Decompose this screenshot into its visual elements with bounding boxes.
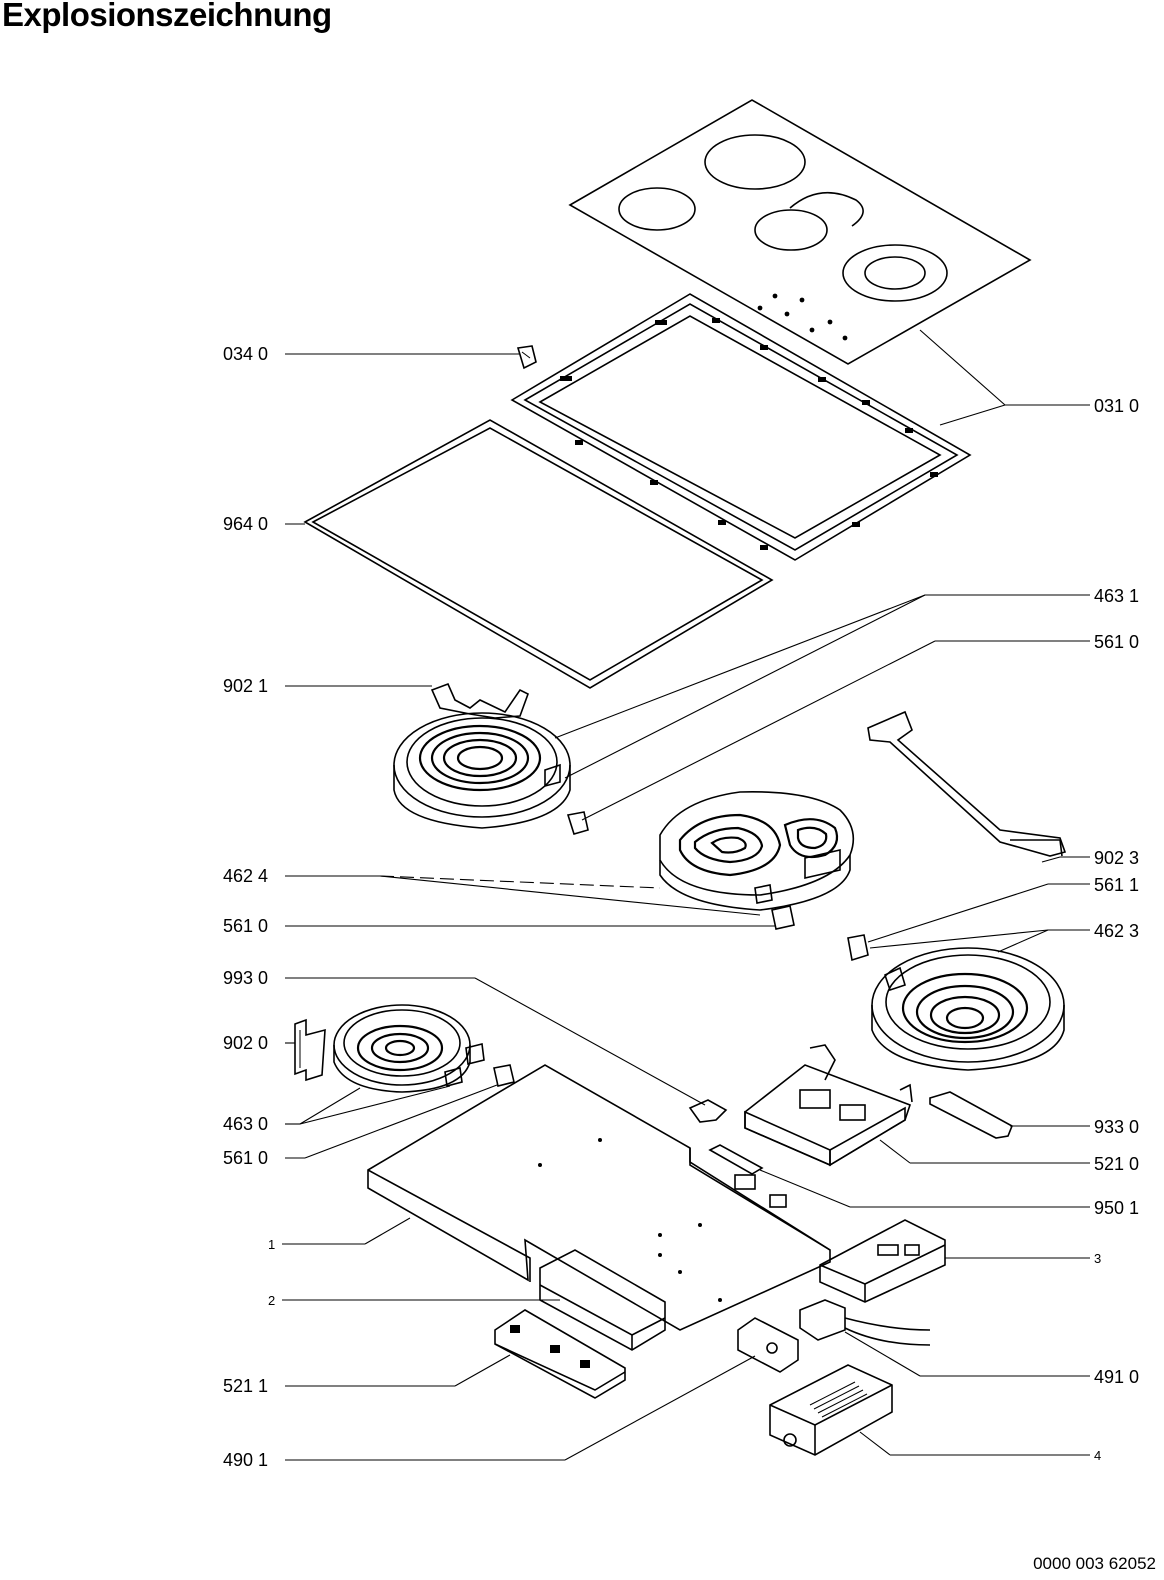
callout-491-0: 491 0 — [1094, 1367, 1139, 1387]
glass-ceramic-top — [568, 99, 1032, 365]
callout-034-0: 034 0 — [223, 344, 268, 364]
power-switch-491-0 — [799, 1299, 931, 1346]
callout-463-0: 463 0 — [223, 1114, 268, 1134]
callout-2: 2 — [268, 1293, 275, 1308]
part-933-0 — [929, 1091, 1014, 1139]
callout-561-0-a: 561 0 — [1094, 632, 1139, 652]
callout-902-1: 902 1 — [223, 676, 268, 696]
callout-1: 1 — [268, 1237, 275, 1252]
callout-950-1: 950 1 — [1094, 1198, 1139, 1218]
temperature-limiter-a — [566, 811, 589, 835]
callout-462-4: 462 4 — [223, 866, 268, 886]
electronics-board-521-1 — [494, 1309, 626, 1399]
frame-seal — [303, 419, 774, 689]
callout-561-0-b: 561 0 — [223, 916, 268, 936]
temperature-limiter-b — [771, 905, 795, 930]
document-number: 0000 003 62052 — [1033, 1554, 1156, 1573]
callout-902-3: 902 3 — [1094, 848, 1139, 868]
callout-521-1: 521 1 — [223, 1376, 268, 1396]
part-993-0 — [688, 1099, 728, 1123]
callout-031-0: 031 0 — [1094, 396, 1139, 416]
callout-964-0: 964 0 — [223, 514, 268, 534]
temperature-limiter-d — [493, 1064, 515, 1087]
callout-933-0: 933 0 — [1094, 1117, 1139, 1137]
callout-561-1: 561 1 — [1094, 875, 1139, 895]
base-tray — [367, 1064, 831, 1331]
callout-561-0-c: 561 0 — [223, 1148, 268, 1168]
control-knob-490-1 — [737, 1317, 799, 1373]
radiant-heater-left-small — [333, 1004, 485, 1093]
radiant-heater-front-left — [393, 712, 571, 829]
radiant-heater-oval-center — [659, 791, 855, 911]
temperature-limiter-c — [847, 934, 869, 962]
callout-4: 4 — [1094, 1448, 1101, 1463]
electronics-module-521-0 — [744, 1044, 913, 1167]
callout-463-1: 463 1 — [1094, 586, 1139, 606]
heater-bracket-0 — [294, 1018, 326, 1082]
hob-frame — [510, 293, 972, 561]
callout-993-0: 993 0 — [223, 968, 268, 988]
page-title: Explosionszeichnung — [2, 0, 332, 33]
leader-lines — [282, 329, 1090, 1461]
callout-521-0: 521 0 — [1094, 1154, 1139, 1174]
frame-clip-part — [516, 345, 537, 370]
callout-3: 3 — [1094, 1251, 1101, 1266]
callout-labels: 034 0 031 0 964 0 463 1 561 0 902 1 902 … — [223, 344, 1139, 1470]
callout-490-1: 490 1 — [223, 1450, 268, 1470]
heater-bracket-3 — [867, 710, 1067, 857]
radiant-heater-right — [871, 947, 1065, 1071]
callout-902-0: 902 0 — [223, 1033, 268, 1053]
module-3 — [819, 1219, 946, 1303]
callout-462-3: 462 3 — [1094, 921, 1139, 941]
cover-strip-950-1 — [708, 1144, 764, 1175]
cover-box — [769, 1364, 893, 1456]
